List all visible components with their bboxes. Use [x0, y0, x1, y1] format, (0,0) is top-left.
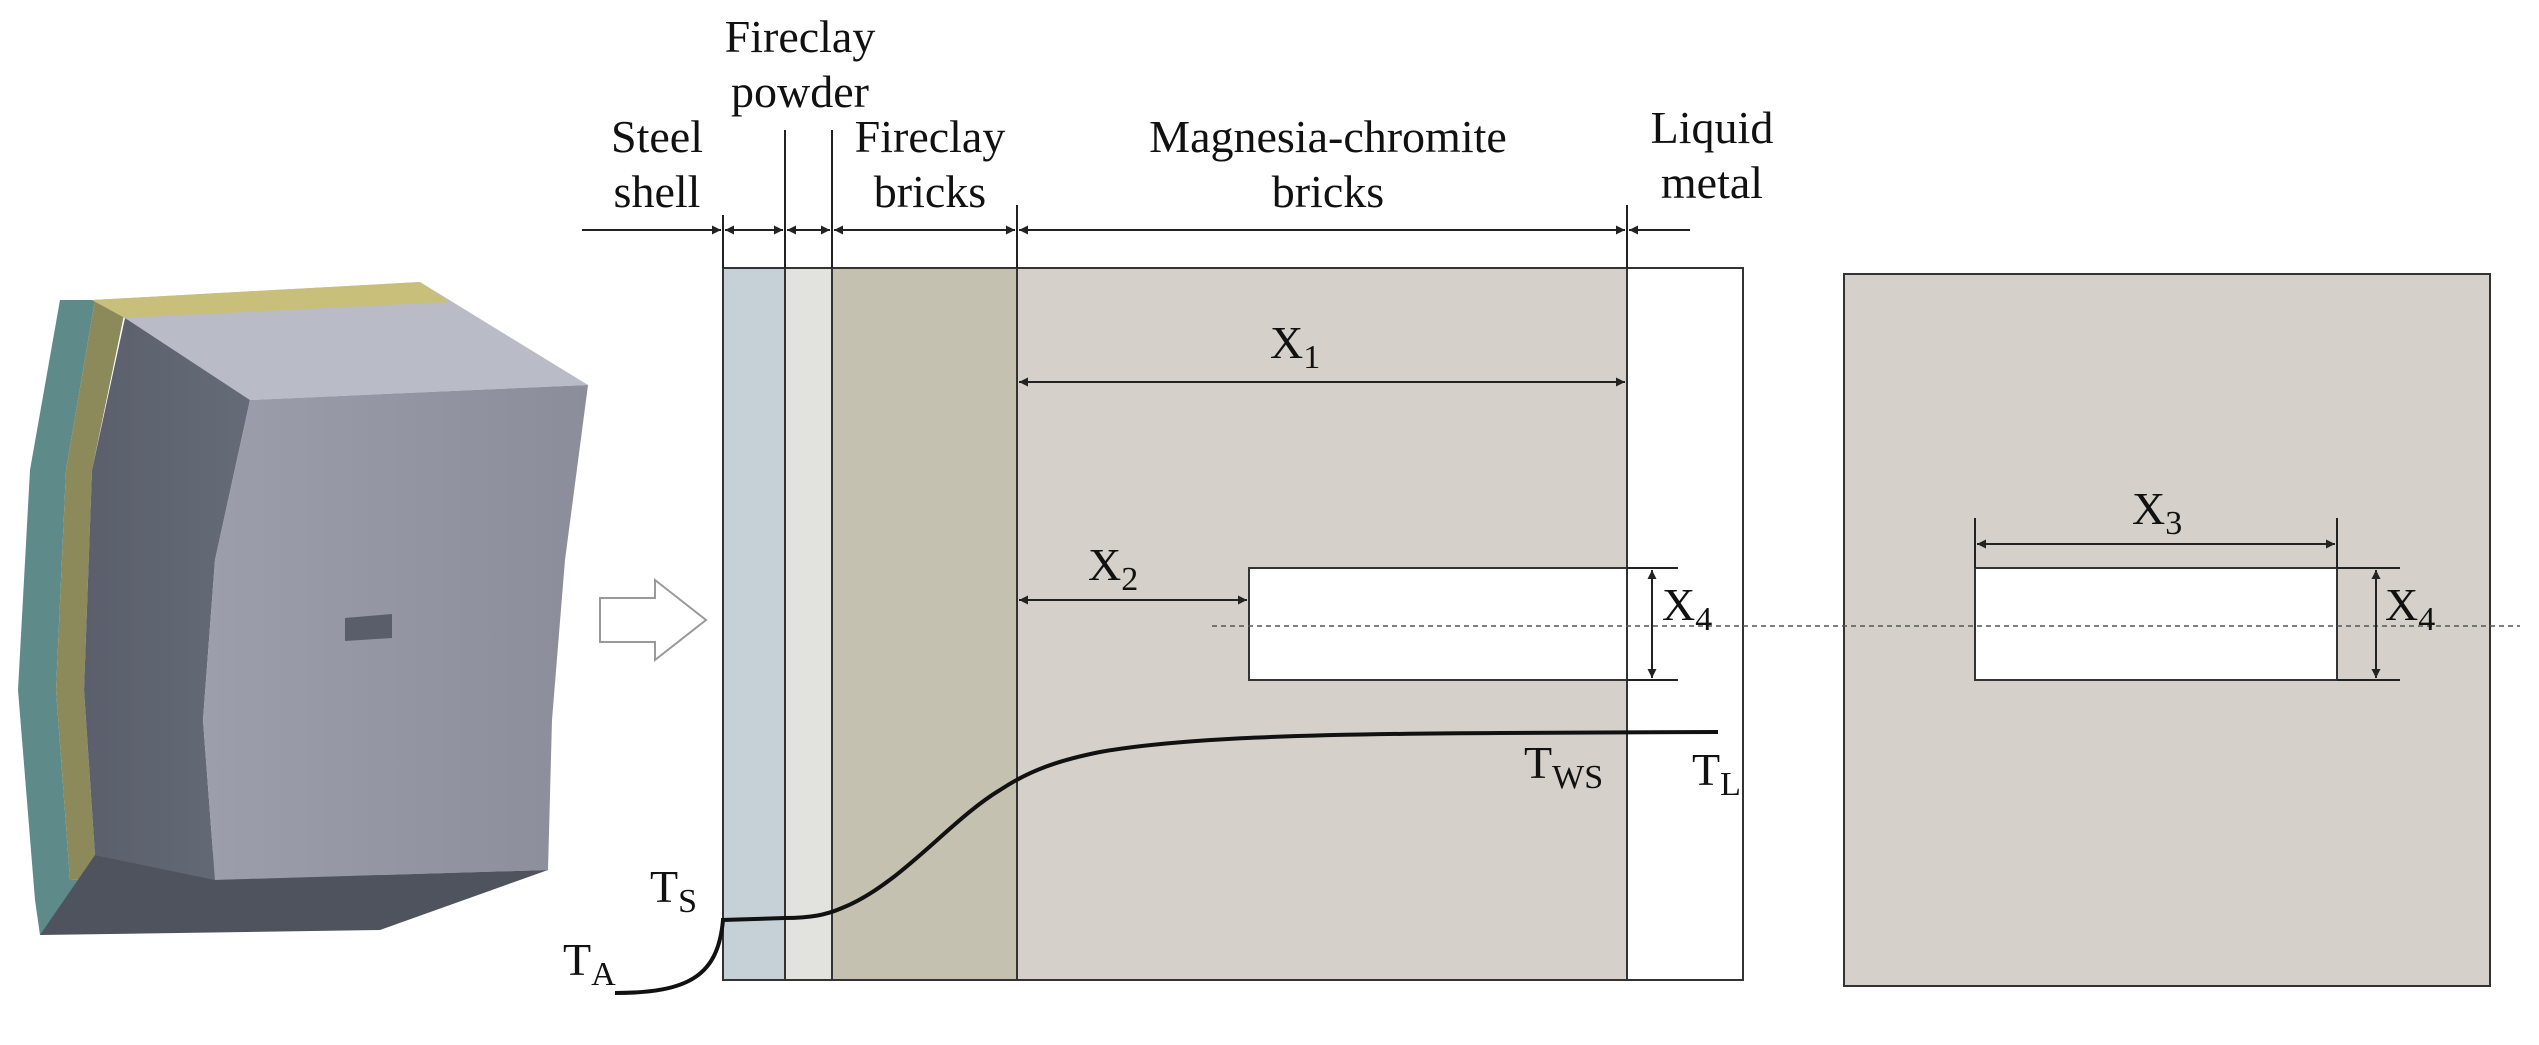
layer-cross-section [722, 267, 1744, 981]
block-side-face [84, 318, 250, 880]
steel-shell-label-line1: Steel [611, 111, 703, 162]
tl-label: TL [1692, 744, 1741, 803]
block-top-layer-strip [92, 282, 450, 318]
fireclay-bricks-label-line2: bricks [874, 166, 986, 217]
x2-label: X2 [1088, 539, 1138, 598]
brick-3d-model [18, 282, 588, 935]
x1-label: X1 [1270, 317, 1320, 376]
slot-rectangle-side [1248, 567, 1628, 681]
tws-label: TWS [1524, 737, 1603, 796]
liquid-metal-label-line1: Liquid [1651, 102, 1774, 153]
x4-front-label: X4 [2385, 579, 2435, 638]
temperature-profile-curve [614, 730, 1719, 995]
steel-shell-layer [722, 267, 786, 981]
x3-label: X3 [2132, 483, 2182, 542]
liquid-metal-zone [1626, 267, 1744, 981]
block-yellow-layer [56, 300, 380, 880]
block-slot-hole [345, 614, 392, 641]
layer-dimension-line [582, 130, 1690, 268]
fireclay-powder-label-line2: powder [731, 66, 869, 117]
hollow-right-arrow [599, 577, 708, 663]
x4-side-label: X4 [1662, 579, 1712, 638]
liquid-metal-label-line2: metal [1661, 157, 1763, 208]
magnesia-chromite-label-line1: Magnesia-chromite [1149, 111, 1507, 162]
dimension-arrows [1019, 377, 2400, 681]
block-front-face [203, 385, 588, 880]
fireclay-bricks-layer [831, 267, 1018, 981]
ta-label: TA [563, 934, 616, 993]
slot-rectangle-front [1974, 567, 2338, 681]
fireclay-powder-label-line1: Fireclay [725, 11, 876, 62]
fireclay-bricks-label-line1: Fireclay [855, 111, 1006, 162]
magnesia-chromite-label-line2: bricks [1272, 166, 1384, 217]
block-bottom-face [40, 855, 548, 935]
steel-shell-label-line2: shell [614, 166, 701, 217]
fireclay-powder-layer [784, 267, 833, 981]
ts-label: TS [650, 861, 697, 920]
